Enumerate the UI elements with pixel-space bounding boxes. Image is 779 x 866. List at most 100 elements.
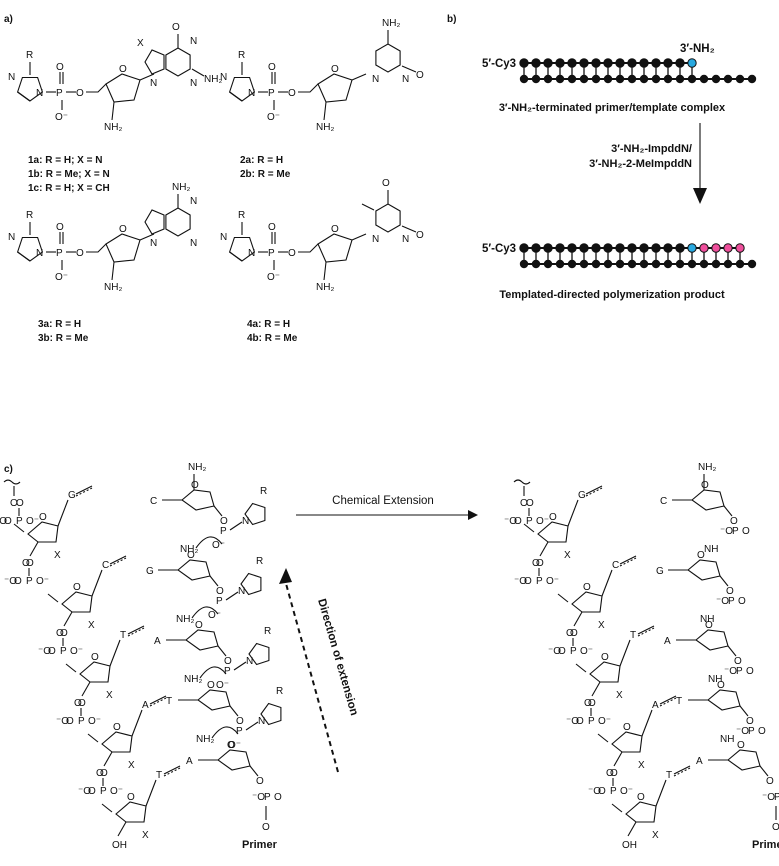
template-nucleotide <box>555 74 565 84</box>
label-3-nh2: 3′-NH₂ <box>680 43 715 55</box>
n1: N <box>372 74 379 85</box>
primer-nucleotide <box>639 58 649 68</box>
amine-free: NH₂ <box>188 462 206 473</box>
ring-o: O <box>191 480 199 491</box>
phosphoryl-o: O <box>268 62 276 73</box>
c5-bond <box>523 523 535 533</box>
n1: N <box>372 234 379 245</box>
two-prime-x: X <box>616 690 623 701</box>
primer-base: T <box>166 696 172 707</box>
phos-0-p: P <box>16 516 23 527</box>
ring-o: O <box>601 652 609 663</box>
imidazole-n1: N <box>248 248 255 259</box>
template-nucleotide <box>723 74 733 84</box>
template-nucleotide <box>675 259 685 269</box>
phos-0-o: O <box>4 516 12 527</box>
primer-o-minus: ⁻O <box>252 792 265 803</box>
base-bond <box>567 499 579 527</box>
phosphorus: P <box>56 88 63 99</box>
imidazole-r: R <box>276 686 283 697</box>
phosphoramidate-nh: NH <box>700 614 714 625</box>
template-nucleotide <box>699 259 709 269</box>
ring-o: O <box>73 582 81 593</box>
primer-base: C <box>660 496 667 507</box>
template-nucleotide <box>567 74 577 84</box>
p: P <box>736 666 743 677</box>
double-bond <box>229 91 243 102</box>
phos-4-o-minus-right: O⁻ <box>110 786 123 797</box>
phos-1-o-minus-right: O⁻ <box>546 576 559 587</box>
h-bond <box>673 765 691 775</box>
o3: O <box>584 698 592 709</box>
ring-o: O <box>637 792 645 803</box>
ribose-ring <box>727 749 761 771</box>
phos-3-o: O <box>66 716 74 727</box>
template-nucleotide <box>687 74 697 84</box>
phos-4-p: P <box>100 786 107 797</box>
primer-o: O <box>274 792 282 803</box>
base-bond <box>91 569 103 597</box>
primer-base: T <box>676 696 682 707</box>
phos-2-o-minus-left: ⁻O <box>548 646 561 657</box>
template-base: C <box>612 560 619 571</box>
r-group: R <box>26 210 33 221</box>
phos-0-o: O <box>514 516 522 527</box>
attacking-amine: NH₂ <box>196 734 214 745</box>
c5-bond <box>87 733 99 743</box>
direction-of-extension-label: Direction of extension <box>315 598 360 717</box>
c5-bond <box>13 523 25 533</box>
ribose-ring <box>185 629 219 651</box>
n3: N <box>402 234 409 245</box>
o5: O <box>734 656 742 667</box>
deoxyribose-ring <box>317 233 353 263</box>
h-bond <box>585 485 603 495</box>
phos-4-o: O <box>598 786 606 797</box>
ribose-ring <box>589 661 621 683</box>
template-base: T <box>666 770 672 781</box>
ring-o: O <box>113 722 121 733</box>
amino-3: NH₂ <box>104 122 122 133</box>
primer-nucleotide <box>615 243 625 253</box>
amino-3: NH₂ <box>104 282 122 293</box>
o3: O <box>74 698 82 709</box>
primer-base: C <box>150 496 157 507</box>
ring-o: O <box>207 680 215 691</box>
template-nucleotide <box>591 74 601 84</box>
curly-arrow <box>211 726 239 739</box>
template-base: T <box>630 630 636 641</box>
compound-3a-label: 3a: R = H <box>38 319 81 330</box>
primer-nucleotide <box>627 58 637 68</box>
primer-base: A <box>154 636 161 647</box>
o5: O <box>256 776 264 787</box>
r-group: R <box>238 210 245 221</box>
ribose-ring <box>27 521 59 543</box>
ribose-ring <box>691 489 725 511</box>
template-nucleotide <box>747 74 757 84</box>
deoxyribose-ring <box>105 73 141 103</box>
c2-o: O <box>416 230 424 241</box>
chemical-extension-label: Chemical Extension <box>332 495 434 507</box>
primer-base: A <box>664 636 671 647</box>
ribose-ring <box>625 801 657 823</box>
compound-2-labels: 2a: R = H 2b: R = Me <box>240 155 291 180</box>
n9: N <box>150 78 157 89</box>
two-prime-x: X <box>54 550 61 561</box>
template-nucleotide <box>579 74 589 84</box>
phos-4-o: O <box>88 786 96 797</box>
c5-bond <box>101 803 113 813</box>
panel-label-c: c) <box>4 464 13 475</box>
polymerization-product <box>519 243 757 269</box>
primer-nucleotide <box>579 58 589 68</box>
two-prime-x: X <box>106 690 113 701</box>
compound-1-labels: 1a: R = H; X = N 1b: R = Me; X = N 1c: R… <box>28 155 110 194</box>
p-o-minus: O⁻ <box>228 740 241 751</box>
phos-0-p: P <box>526 516 533 527</box>
ester-o: O <box>288 88 296 99</box>
imidazole-n1: N <box>36 248 43 259</box>
reacting-p: P <box>236 726 243 737</box>
imidazole-n: N <box>8 232 15 243</box>
o3: O <box>56 628 64 639</box>
p-n-bond <box>245 721 259 731</box>
